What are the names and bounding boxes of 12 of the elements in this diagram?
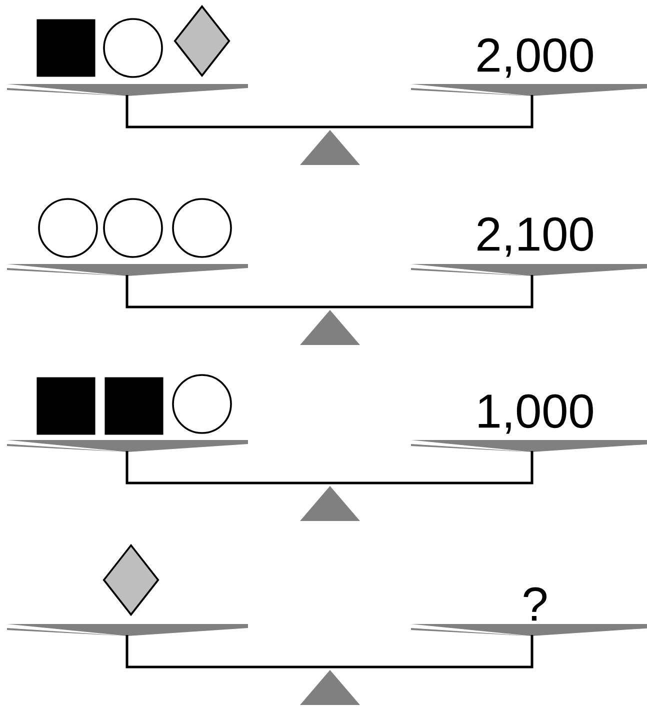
circle-shape (172, 198, 232, 258)
square-shape (104, 377, 164, 435)
square-shape (36, 19, 96, 77)
circle-shape (172, 374, 232, 434)
value-label: 2,000 (478, 38, 593, 78)
square-shape (36, 377, 96, 435)
circle-shape (103, 18, 163, 78)
value-label: 1,000 (478, 394, 593, 434)
value-label: 2,100 (478, 217, 593, 257)
circle-shape (103, 198, 163, 258)
circle-shape (38, 198, 98, 258)
value-label: ? (524, 587, 546, 621)
